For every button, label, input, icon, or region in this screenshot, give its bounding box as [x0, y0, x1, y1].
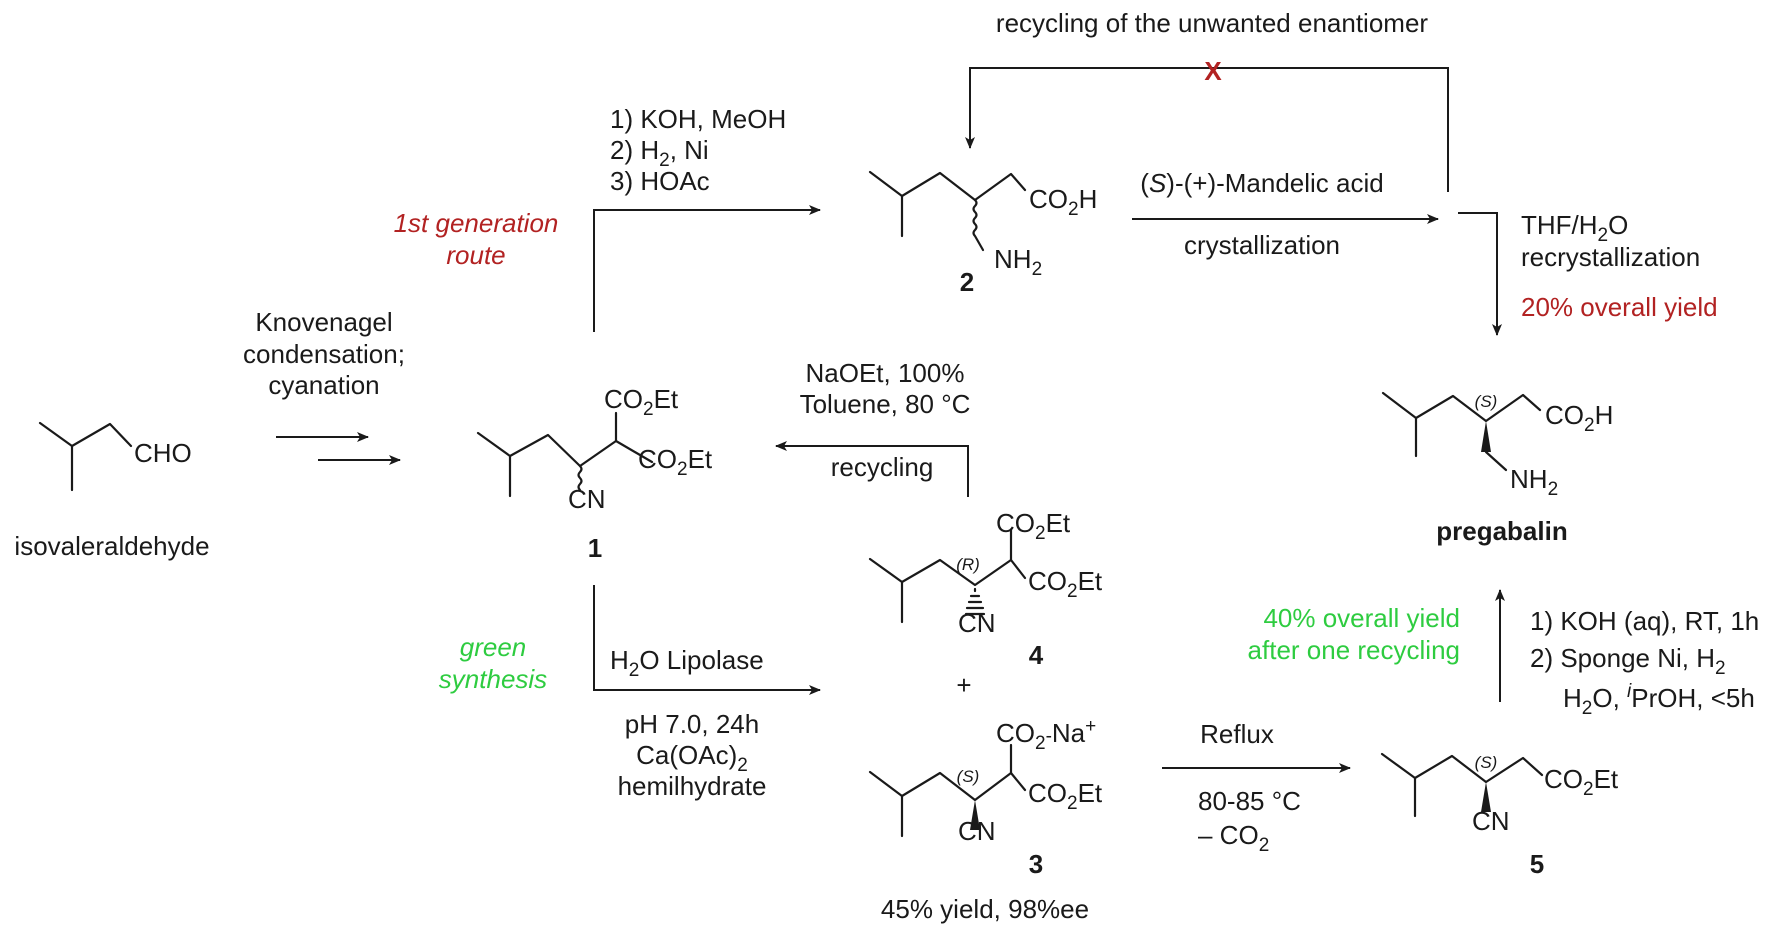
first-gen-line-1: 1st generation — [394, 208, 559, 238]
lipolase-conditions: pH 7.0, 24h Ca(OAc)2 hemilhydrate — [618, 709, 767, 801]
compound-4-ester-right: CO2Et — [1028, 566, 1103, 602]
first-gen-line-2: route — [446, 240, 505, 270]
mandelic-acid-condition: (S)-(+)-Mandelic acid — [1140, 168, 1383, 198]
compound-3-ester: CO2Et — [1028, 778, 1103, 814]
naoet-conditions: NaOEt, 100% Toluene, 80 °C — [800, 358, 971, 419]
first-gen-conditions: 1) KOH, MeOH 2) H2, Ni 3) HOAc — [610, 104, 786, 196]
compound-2-structure: CO2H NH2 2 — [868, 170, 1097, 297]
isovaleraldehyde-name: isovaleraldehyde — [14, 531, 209, 561]
pregabalin-name: pregabalin — [1436, 516, 1567, 546]
first-generation-route-label: 1st generation route — [394, 208, 559, 270]
final-step-3: H2O, iPrOH, <5h — [1563, 681, 1755, 719]
compound-3-label: 3 — [1029, 849, 1043, 879]
compound-4-ester-top: CO2Et — [996, 508, 1071, 544]
recycling-arrow — [775, 441, 969, 497]
reflux-temp: 80-85 °C — [1198, 786, 1301, 816]
compound-5-stereo-label: (S) — [1475, 753, 1498, 772]
knoevenagel-conditions: Knovenagel condensation; cyanation — [243, 307, 405, 400]
pregabalin-structure: (S) CO2H NH2 pregabalin — [1381, 391, 1613, 546]
thf-line-2: recrystallization — [1521, 242, 1700, 272]
compound-5-ester: CO2Et — [1544, 764, 1619, 800]
first-gen-arrow — [593, 205, 821, 332]
lipolase-line-1: pH 7.0, 24h — [625, 709, 759, 739]
compound-4-nitrile: CN — [958, 608, 996, 638]
final-step-2: 2) Sponge Ni, H2 — [1530, 643, 1726, 679]
reflux-label: Reflux — [1200, 719, 1274, 749]
compound-2-acid: CO2H — [1029, 184, 1097, 220]
thf-conditions: THF/H2O recrystallization 20% overall yi… — [1521, 210, 1718, 322]
compound-2-amine: NH2 — [994, 244, 1042, 280]
pregabalin-amine: NH2 — [1510, 464, 1558, 500]
compound-1-nitrile: CN — [568, 484, 606, 514]
lipolase-condition: H2O Lipolase — [610, 645, 764, 681]
isovaleraldehyde-structure: CHO isovaleraldehyde — [14, 421, 210, 561]
green-synthesis-label: green synthesis — [439, 632, 547, 694]
yield-20-percent: 20% overall yield — [1521, 292, 1718, 322]
blocked-x-mark: X — [1204, 56, 1222, 86]
final-step-1: 1) KOH (aq), RT, 1h — [1530, 606, 1759, 636]
green-line-1: green — [460, 632, 527, 662]
aldehyde-group: CHO — [134, 438, 192, 468]
thf-line-1: THF/H2O — [1521, 210, 1628, 246]
compound-1-ester-right: CO2Et — [638, 444, 713, 480]
first-gen-step-3: 3) HOAc — [610, 166, 710, 196]
pregabalin-stereo-label: (S) — [1475, 392, 1498, 411]
reflux-co2-loss: – CO2 — [1198, 820, 1269, 856]
knoevenagel-line-3: cyanation — [268, 370, 379, 400]
green-line-2: synthesis — [439, 664, 547, 694]
compound-2-label: 2 — [960, 267, 974, 297]
compound-3-wedge-bond — [970, 800, 980, 830]
knoevenagel-line-1: Knovenagel — [255, 307, 392, 337]
compound-5-structure: (S) CO2Et CN 5 — [1380, 752, 1619, 879]
final-step-conditions: 1) KOH (aq), RT, 1h 2) Sponge Ni, H2 H2O… — [1530, 606, 1759, 719]
knoevenagel-line-2: condensation; — [243, 339, 405, 369]
crystallization-condition: crystallization — [1184, 230, 1340, 260]
pregabalin-wedge-bond — [1481, 421, 1491, 452]
first-gen-step-1: 1) KOH, MeOH — [610, 104, 786, 134]
compound-5-label: 5 — [1530, 849, 1544, 879]
compound-3-stereo-label: (S) — [957, 767, 980, 786]
compound-4-structure: (R) CO2Et CO2Et CN 4 — [868, 508, 1103, 670]
naoet-line-2: Toluene, 80 °C — [800, 389, 971, 419]
recycling-label: recycling — [831, 452, 934, 482]
green-synthesis-arrow — [593, 585, 821, 695]
compound-3-yield: 45% yield, 98%ee — [881, 894, 1089, 924]
reflux-conditions: 80-85 °C – CO2 — [1198, 786, 1301, 856]
yield-40-line-2: after one recycling — [1248, 635, 1460, 665]
yield-40-line-1: 40% overall yield — [1263, 603, 1460, 633]
pregabalin-acid: CO2H — [1545, 400, 1613, 436]
compound-5-nitrile: CN — [1472, 806, 1510, 836]
yield-40-label: 40% overall yield after one recycling — [1248, 603, 1460, 665]
compound-4-label: 4 — [1029, 640, 1044, 670]
lipolase-line-3: hemilhydrate — [618, 771, 767, 801]
compound-5-wedge-bond — [1481, 782, 1491, 812]
recycling-unwanted-label: recycling of the unwanted enantiomer — [996, 8, 1428, 38]
recrystallization-arrow — [1458, 212, 1502, 336]
unwanted-enantiomer-recycle-arrow — [965, 67, 1449, 192]
compound-3-structure: (S) CO2-Na+ CO2Et CN 3 45% yield, 98%ee — [868, 716, 1103, 924]
compound-3-nitrile: CN — [958, 816, 996, 846]
naoet-line-1: NaOEt, 100% — [806, 358, 965, 388]
compound-1-label: 1 — [588, 533, 602, 563]
plus-sign: + — [956, 670, 971, 700]
compound-1-structure: CO2Et CO2Et CN 1 — [476, 384, 713, 563]
compound-4-stereo-label: (R) — [956, 555, 980, 574]
